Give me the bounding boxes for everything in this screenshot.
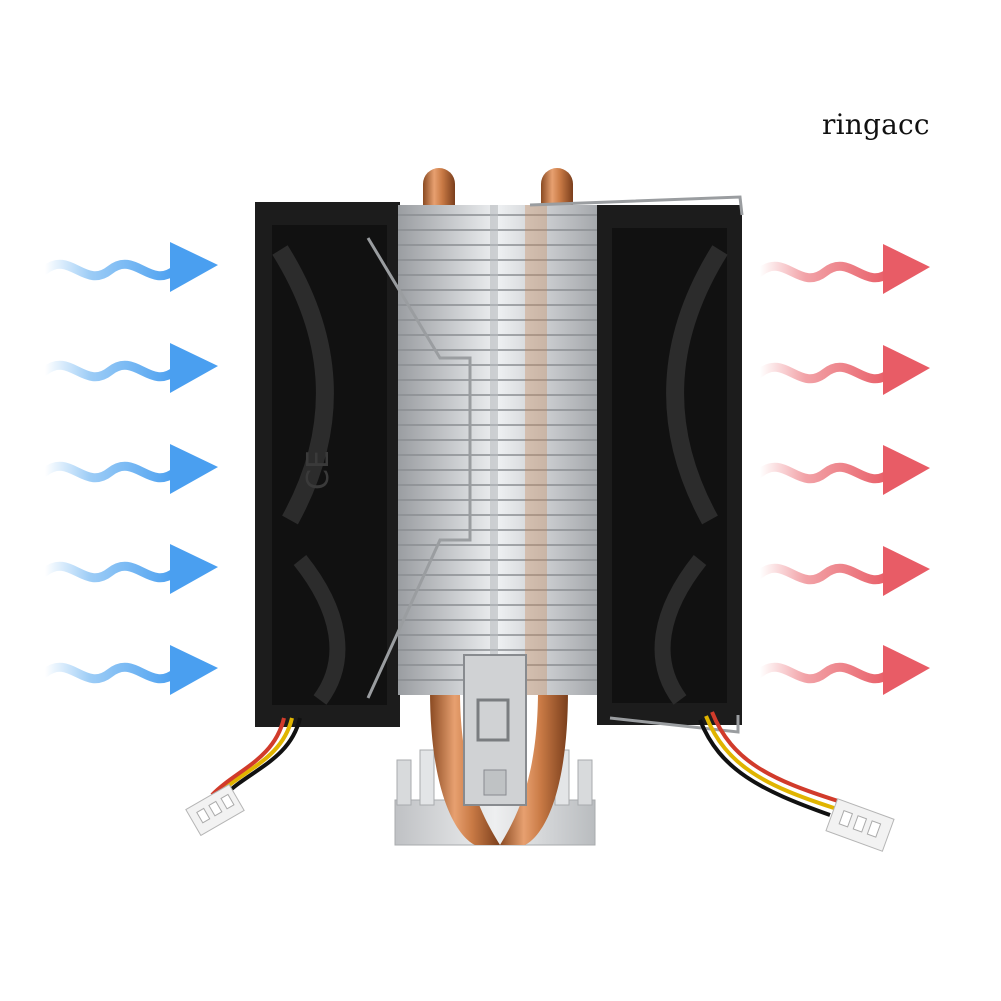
mounting-clip [463,654,527,806]
intake-arrow [40,544,218,594]
right-fan-connector [825,798,895,852]
left-fan-connector [185,783,245,837]
fin-stack [398,205,598,695]
exhaust-arrows [755,244,930,695]
right-fan-cable [698,711,895,852]
left-fan: CE [255,202,400,727]
exhaust-arrow [755,244,930,294]
intake-arrow [40,343,218,393]
watermark-text: ringacc [822,108,930,141]
fan-wire-clips [366,195,744,734]
exhaust-arrow [755,645,930,695]
intake-arrow [40,242,218,292]
exhaust-arrow [755,345,930,395]
intake-arrow [40,645,218,695]
intake-arrow [40,444,218,494]
exhaust-arrow [755,546,930,596]
right-fan [597,205,742,725]
intake-arrows [40,242,218,695]
exhaust-arrow [755,445,930,495]
left-fan-cable [185,717,302,837]
ce-mark: CE [301,450,336,490]
